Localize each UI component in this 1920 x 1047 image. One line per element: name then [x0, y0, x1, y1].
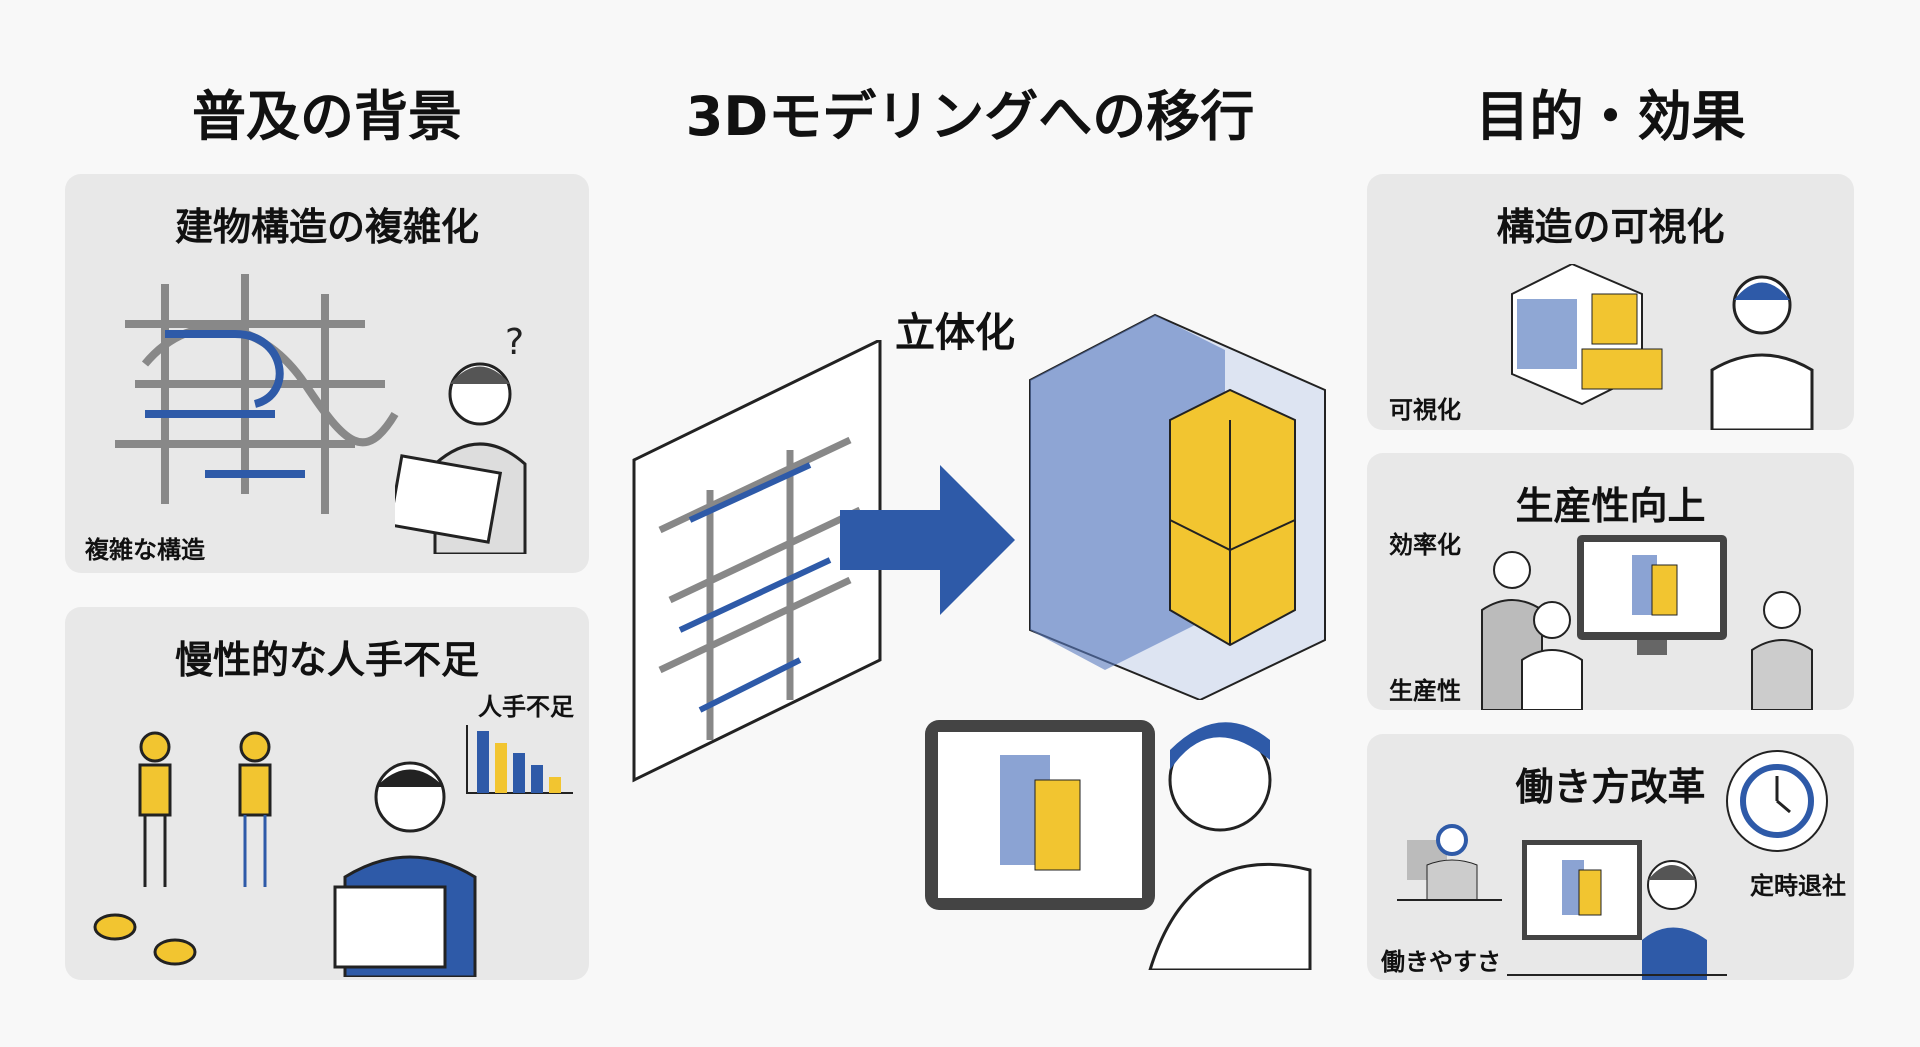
- panel-title: 建物構造の複雑化: [174, 205, 479, 249]
- 2d-blueprint-illustration: [632, 340, 882, 783]
- label-leave-on-time: 定時退社: [1750, 872, 1846, 900]
- svg-text:?: ?: [505, 322, 524, 363]
- construction-workers-illustration: [93, 731, 272, 966]
- label-complex-structure: 複雑な構造: [85, 536, 205, 564]
- team-monitor-illustration: [1481, 535, 1813, 710]
- label-productivity: 生産性: [1389, 677, 1461, 705]
- arrow-right-icon: [840, 465, 1015, 615]
- complex-pipes-illustration: [115, 274, 399, 514]
- clock-icon: [1726, 750, 1828, 852]
- 3d-model-illustration: [1029, 313, 1326, 700]
- panel-title: 慢性的な人手不足: [174, 638, 479, 682]
- building-3d-icon: [1511, 264, 1663, 406]
- heading-purpose: 目的・効果: [1475, 85, 1746, 148]
- panel-title: 構造の可視化: [1496, 205, 1725, 249]
- label-efficiency: 効率化: [1389, 531, 1461, 559]
- tablet-user-illustration: [925, 720, 1312, 970]
- panel-labor-shortage: 慢性的な人手不足 人手不足: [65, 607, 589, 980]
- office-workers-illustration: [1397, 824, 1727, 980]
- label-ease-of-work: 働きやすさ: [1381, 948, 1501, 976]
- label-3d-conversion: 立体化: [895, 310, 1015, 356]
- panel-visualization: 構造の可視化 可視化: [1367, 174, 1854, 430]
- panel-work-style-reform: 働き方改革 定時退社 働きやすさ: [1367, 734, 1854, 980]
- panel-productivity: 生産性向上 効率化 生産性: [1367, 453, 1854, 710]
- worried-man-icon: [333, 761, 477, 977]
- confused-worker-icon: ?: [395, 322, 527, 554]
- panel-title: 生産性向上: [1515, 484, 1706, 528]
- presenter-icon: [1710, 275, 1814, 430]
- heading-background: 普及の背景: [192, 85, 462, 148]
- label-visualization: 可視化: [1389, 396, 1461, 424]
- panel-title: 働き方改革: [1515, 765, 1706, 809]
- panel-complex-structure: 建物構造の複雑化 ? 複雑な構造: [65, 174, 589, 573]
- heading-transition: 3Dモデリングへの移行: [685, 85, 1255, 148]
- label-labor-shortage: 人手不足: [478, 693, 574, 721]
- declining-bar-chart-icon: [466, 725, 573, 794]
